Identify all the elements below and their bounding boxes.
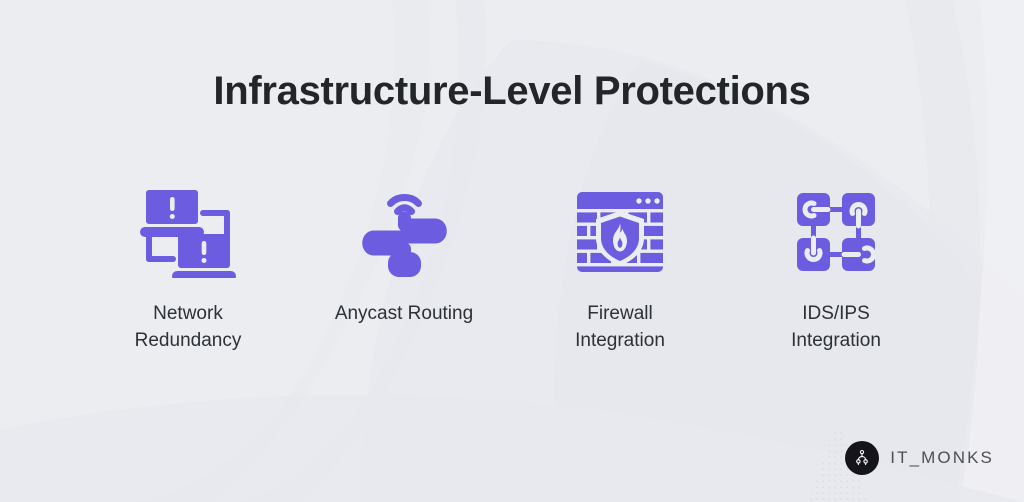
page-title: Infrastructure-Level Protections [213,69,811,113]
feature-card-firewall-integration: Firewall Integration [512,180,728,355]
icon-container [577,180,663,284]
feature-card-label: IDS/IPS Integration [791,303,881,351]
anycast-routing-icon [361,194,447,277]
icon-container [357,180,452,284]
feature-card-label: Anycast Routing [334,303,474,324]
firewall-integration-icon [577,192,663,272]
brand-logo-text: IT_MONKS [890,448,994,467]
network-redundancy-icon [140,190,236,278]
feature-card-network-redundancy: Network Redundancy [80,180,296,355]
feature-card-row: Network Redundancy [80,180,944,355]
feature-card-anycast-routing: Anycast Routing [296,180,512,328]
icon-container [140,180,236,284]
brand-logo: IT_MONKS [845,441,994,475]
icon-container [797,180,875,284]
feature-card-ids-ips-integration: IDS/IPS Integration [728,180,944,355]
ids-ips-integration-icon [797,193,875,271]
it-monks-monk-icon [845,441,880,475]
feature-card-label: Network Redundancy [134,303,242,351]
feature-card-label: Firewall Integration [575,303,665,351]
